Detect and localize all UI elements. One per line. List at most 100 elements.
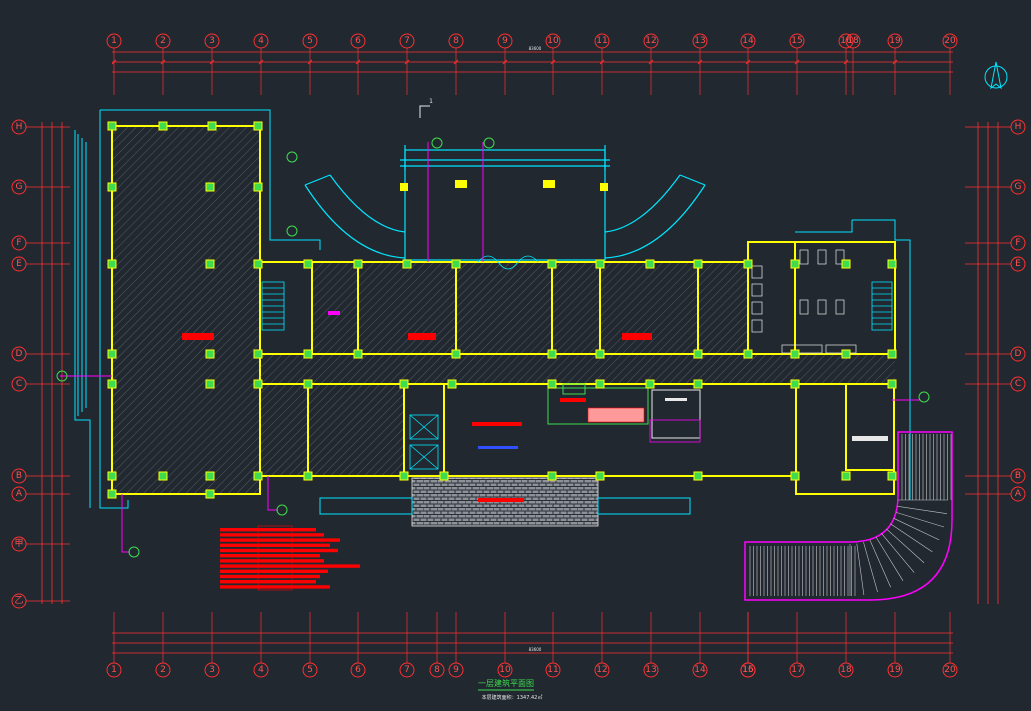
- column-marker: [743, 259, 753, 269]
- svg-text:5: 5: [307, 36, 313, 46]
- svg-text:11: 11: [547, 665, 558, 675]
- svg-text:2: 2: [160, 665, 166, 675]
- column-marker: [207, 121, 217, 131]
- structural-columns: [107, 121, 897, 499]
- axis-bubble-left-4: D: [11, 346, 27, 362]
- axis-bubble-bottom-14: 14: [692, 662, 708, 678]
- column-marker: [841, 471, 851, 481]
- axis-bubble-top-4: 4: [253, 33, 269, 49]
- entrance-canopy: [304, 145, 706, 261]
- column-marker: [107, 489, 117, 499]
- svg-text:3: 3: [209, 665, 215, 675]
- axis-bubble-top-15: 15: [789, 33, 805, 49]
- axis-bubble-bottom-18: 18: [838, 662, 854, 678]
- column-marker: [841, 259, 851, 269]
- column-marker: [107, 259, 117, 269]
- note-line: [220, 554, 320, 558]
- column-marker: [107, 182, 117, 192]
- column-marker: [205, 379, 215, 389]
- kitchen-equipment: [547, 383, 888, 443]
- column-marker: [645, 379, 655, 389]
- column-marker: [547, 349, 557, 359]
- svg-text:13: 13: [694, 36, 705, 46]
- axis-bubble-top-1: 1: [106, 33, 122, 49]
- note-line: [220, 564, 360, 568]
- toilet-fixtures: [751, 249, 857, 354]
- axis-bubble-top-12: 12: [643, 33, 659, 49]
- svg-text:5: 5: [307, 665, 313, 675]
- axis-bubble-right-3: E: [1010, 256, 1026, 272]
- column-marker: [887, 471, 897, 481]
- axis-bubble-right-7: A: [1010, 486, 1026, 502]
- axis-bubble-left-0: H: [11, 119, 27, 135]
- svg-text:11: 11: [596, 36, 607, 46]
- stair-right: [871, 281, 893, 331]
- svg-text:E: E: [1015, 259, 1021, 269]
- svg-text:12: 12: [645, 36, 656, 46]
- axis-bubble-bottom-13: 13: [643, 662, 659, 678]
- column-marker: [547, 471, 557, 481]
- axis-bubble-top-11: 11: [594, 33, 610, 49]
- left-dimensions: [41, 122, 63, 604]
- column-marker: [693, 349, 703, 359]
- column-marker: [402, 259, 412, 269]
- site-outline: [74, 109, 911, 509]
- column-marker: [253, 259, 263, 269]
- axis-bubble-right-6: B: [1010, 468, 1026, 484]
- column-marker: [205, 489, 215, 499]
- axis-bubble-bottom-7: 7: [399, 662, 415, 678]
- note-line: [220, 533, 324, 537]
- axis-bubble-left-8: 甲: [11, 536, 27, 552]
- axis-bubble-top-8: 8: [448, 33, 464, 49]
- svg-text:1: 1: [111, 665, 117, 675]
- column-marker: [887, 379, 897, 389]
- axis-bubble-bottom-16: 16: [740, 662, 756, 678]
- column-marker: [645, 259, 655, 269]
- south-entrance: [319, 477, 691, 527]
- svg-text:甲: 甲: [14, 538, 23, 549]
- svg-text:13: 13: [645, 665, 656, 675]
- svg-text:20: 20: [944, 36, 956, 46]
- main-hall: [111, 125, 261, 495]
- svg-text:8: 8: [453, 36, 459, 46]
- svg-text:18: 18: [847, 36, 859, 46]
- section-mark: 1: [419, 98, 433, 118]
- axis-bubble-bottom-12: 12: [594, 662, 610, 678]
- axis-bubble-top-3: 3: [204, 33, 220, 49]
- svg-text:16: 16: [742, 665, 754, 675]
- column-marker: [547, 259, 557, 269]
- svg-text:H: H: [16, 122, 23, 132]
- svg-text:14: 14: [742, 36, 754, 46]
- axis-bubble-top-9: 9: [497, 33, 513, 49]
- top-dimensions: [112, 51, 953, 73]
- axis-bubble-top-19: 19: [887, 33, 903, 49]
- leader-bubbles: [56, 137, 930, 558]
- svg-text:H: H: [1015, 122, 1022, 132]
- svg-text:E: E: [16, 259, 22, 269]
- elevator-core: [409, 414, 439, 470]
- svg-text:18: 18: [840, 665, 852, 675]
- note-line: [220, 580, 316, 584]
- svg-text:15: 15: [742, 665, 753, 675]
- column-marker: [595, 379, 605, 389]
- svg-text:G: G: [1015, 182, 1022, 192]
- svg-text:6: 6: [355, 665, 361, 675]
- axis-bubble-right-2: F: [1010, 235, 1026, 251]
- svg-text:14: 14: [694, 665, 706, 675]
- note-line: [220, 528, 316, 532]
- svg-text:乙: 乙: [14, 595, 23, 606]
- svg-text:1: 1: [429, 98, 433, 105]
- column-marker: [253, 471, 263, 481]
- column-marker: [253, 379, 263, 389]
- axis-bubble-bottom-8: 8: [429, 662, 445, 678]
- axis-bubble-top-7: 7: [399, 33, 415, 49]
- axis-bubble-left-1: G: [11, 179, 27, 195]
- column-marker: [451, 349, 461, 359]
- svg-text:9: 9: [453, 665, 459, 675]
- svg-text:A: A: [1015, 489, 1022, 499]
- drawing-title: 一层建筑平面图: [478, 678, 534, 688]
- column-marker: [205, 182, 215, 192]
- svg-text:1: 1: [111, 36, 117, 46]
